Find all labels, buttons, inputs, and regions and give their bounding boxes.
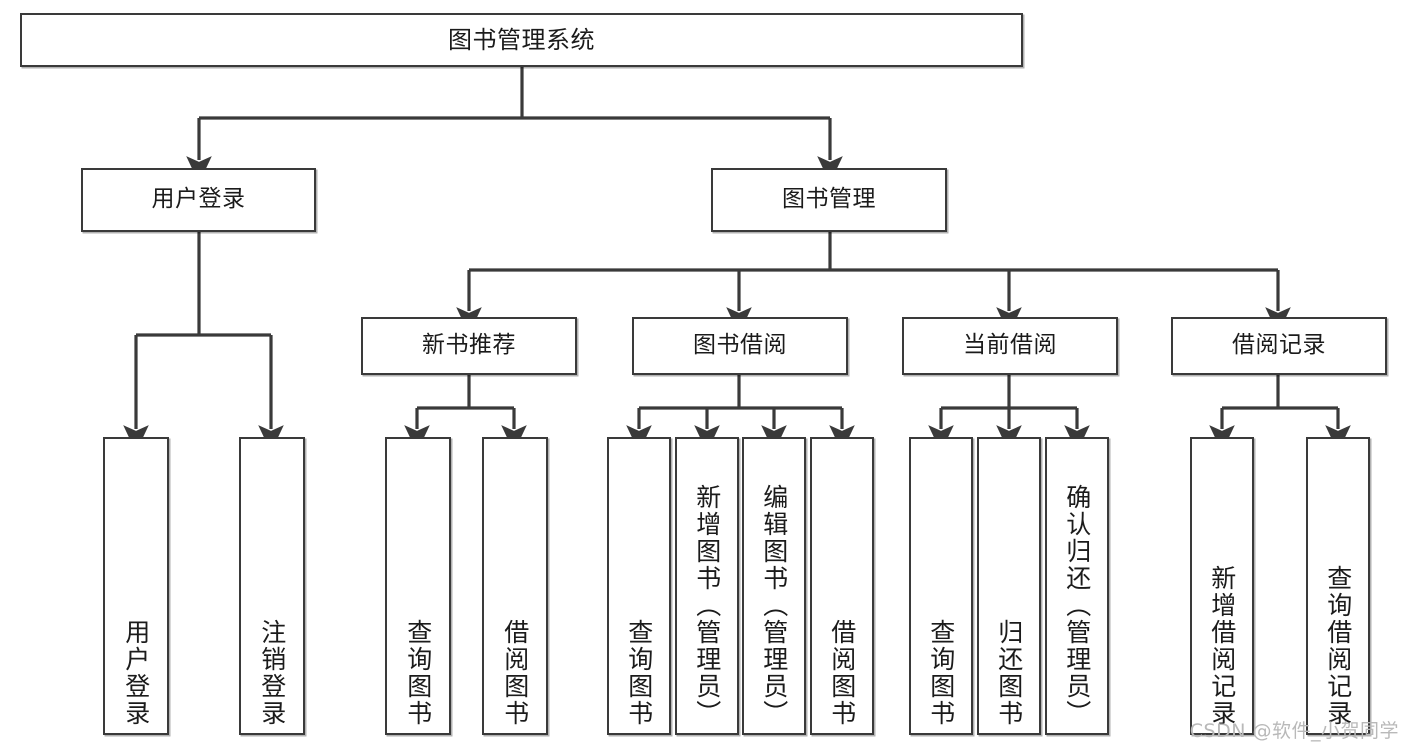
node-label: 编辑图书（管理员） [759,484,789,727]
node-book-borrowing[interactable]: 图书借阅 [632,317,848,375]
leaf-book-borrowing-0[interactable]: 查询图书 [607,437,671,735]
node-label: 图书借阅 [693,332,787,359]
node-label: 当前借阅 [963,332,1057,359]
leaf-user-login-0[interactable]: 用户登录 [103,437,169,735]
node-label: 借阅记录 [1232,332,1326,359]
node-new-book-recommendation[interactable]: 新书推荐 [361,317,577,375]
node-label: 注销登录 [257,619,287,727]
node-root-book-management-system[interactable]: 图书管理系统 [20,13,1023,67]
csdn-watermark: CSDN @软件_小贺同学 [1189,720,1399,742]
node-label: 用户登录 [121,619,151,727]
node-label: 查询图书 [926,619,956,727]
node-label: 借阅图书 [827,619,857,727]
leaf-current-borrowing-0[interactable]: 查询图书 [909,437,973,735]
node-user-login[interactable]: 用户登录 [81,168,316,232]
node-label: 新增借阅记录 [1207,565,1237,727]
node-label: 借阅图书 [500,619,530,727]
node-label: 用户登录 [151,186,246,213]
node-label: 查询图书 [624,619,654,727]
node-label: 归还图书 [994,619,1024,727]
leaf-current-borrowing-2[interactable]: 确认归还（管理员） [1045,437,1109,735]
node-current-borrowing[interactable]: 当前借阅 [902,317,1118,375]
leaf-book-borrowing-3[interactable]: 借阅图书 [810,437,874,735]
node-label: 新书推荐 [422,332,516,359]
leaf-book-borrowing-1[interactable]: 新增图书（管理员） [675,437,739,735]
node-label: 查询借阅记录 [1323,565,1353,727]
leaf-borrowing-record-0[interactable]: 新增借阅记录 [1190,437,1254,735]
leaf-user-login-1[interactable]: 注销登录 [239,437,305,735]
leaf-book-borrowing-2[interactable]: 编辑图书（管理员） [742,437,806,735]
leaf-borrowing-record-1[interactable]: 查询借阅记录 [1306,437,1370,735]
node-label: 查询图书 [403,619,433,727]
leaf-new-book-recommendation-0[interactable]: 查询图书 [385,437,451,735]
node-book-management[interactable]: 图书管理 [711,168,947,232]
node-label: 确认归还（管理员） [1062,484,1092,727]
leaf-new-book-recommendation-1[interactable]: 借阅图书 [482,437,548,735]
node-label: 图书管理 [782,186,876,213]
node-label: 图书管理系统 [448,25,595,54]
node-borrowing-record[interactable]: 借阅记录 [1171,317,1387,375]
leaf-current-borrowing-1[interactable]: 归还图书 [977,437,1041,735]
node-label: 新增图书（管理员） [692,484,722,727]
